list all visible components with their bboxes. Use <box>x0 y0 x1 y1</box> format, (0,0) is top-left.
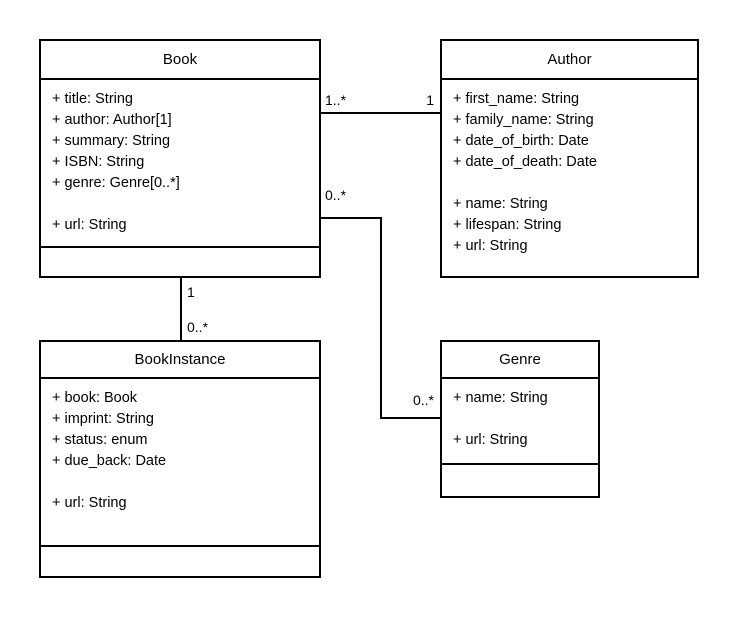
class-box-book[interactable]: Book + title: String + author: Author[1]… <box>39 39 321 278</box>
multiplicity-book-bookinstance-source: 1 <box>187 284 195 300</box>
attribute-item: + genre: Genre[0..*] <box>52 175 180 191</box>
attribute-spacer <box>52 194 309 215</box>
attribute-spacer <box>453 173 687 194</box>
class-attributes-author: + first_name: String + family_name: Stri… <box>442 80 697 276</box>
class-title-bookinstance: BookInstance <box>41 342 319 379</box>
class-box-author[interactable]: Author + first_name: String + family_nam… <box>440 39 699 278</box>
class-operations-bookinstance <box>41 547 319 576</box>
attribute-item: + book: Book <box>52 390 138 406</box>
attribute-item: + due_back: Date <box>52 453 167 469</box>
attribute-item: + summary: String <box>52 133 171 149</box>
class-attributes-bookinstance: + book: Book + imprint: String + status:… <box>41 379 319 547</box>
attribute-item: + url: String <box>453 238 528 254</box>
attribute-item: + url: String <box>52 495 127 511</box>
class-name-bookinstance: BookInstance <box>134 351 226 368</box>
class-box-genre[interactable]: Genre + name: String + url: String <box>440 340 600 498</box>
multiplicity-book-author-source: 1..* <box>325 92 347 108</box>
class-operations-genre <box>442 465 598 496</box>
attribute-item: + date_of_death: Date <box>453 154 597 170</box>
class-title-book: Book <box>41 41 319 80</box>
class-name-author: Author <box>547 51 592 68</box>
association-line-book-genre <box>321 217 440 419</box>
attribute-item: + family_name: String <box>453 112 594 128</box>
attribute-item: + url: String <box>453 432 528 448</box>
attribute-spacer <box>52 472 309 493</box>
class-name-book: Book <box>162 51 198 68</box>
multiplicity-book-author-target: 1 <box>426 92 434 108</box>
class-box-bookinstance[interactable]: BookInstance + book: Book + imprint: Str… <box>39 340 321 578</box>
class-title-author: Author <box>442 41 697 80</box>
attribute-item: + url: String <box>52 217 127 233</box>
class-name-genre: Genre <box>499 351 541 368</box>
attribute-item: + imprint: String <box>52 411 154 427</box>
attribute-item: + name: String <box>453 196 548 212</box>
class-attributes-genre: + name: String + url: String <box>442 379 598 465</box>
attribute-item: + date_of_birth: Date <box>453 133 589 149</box>
attribute-item: + status: enum <box>52 432 148 448</box>
attribute-item: + title: String <box>52 91 133 107</box>
class-title-genre: Genre <box>442 342 598 379</box>
multiplicity-book-genre-target: 0..* <box>412 392 434 408</box>
attribute-spacer <box>453 409 588 430</box>
class-operations-book <box>41 248 319 276</box>
attribute-item: + name: String <box>453 390 548 406</box>
attribute-item: + lifespan: String <box>453 217 562 233</box>
multiplicity-book-bookinstance-target: 0..* <box>187 319 209 335</box>
class-attributes-book: + title: String + author: Author[1] + su… <box>41 80 319 248</box>
attribute-item: + author: Author[1] <box>52 112 172 128</box>
multiplicity-book-genre-source: 0..* <box>325 187 347 203</box>
attribute-item: + first_name: String <box>453 91 580 107</box>
attribute-item: + ISBN: String <box>52 154 145 170</box>
